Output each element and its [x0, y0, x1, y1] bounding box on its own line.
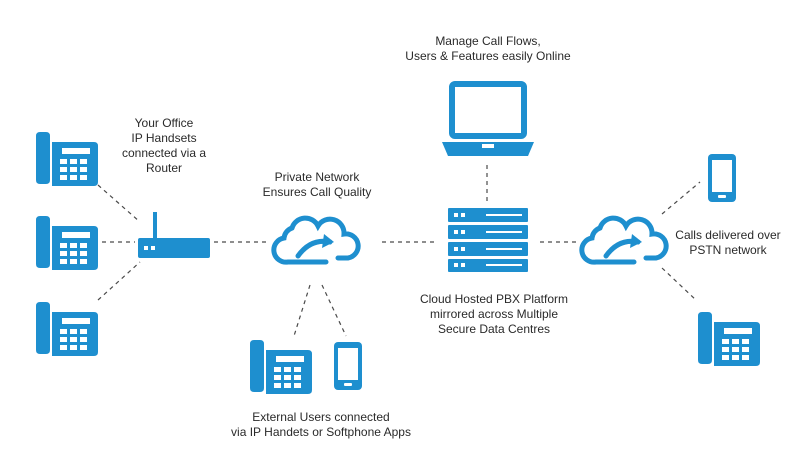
office-label-line: connected via a: [121, 146, 207, 160]
desk-phone-icon: [250, 340, 312, 394]
platform-label-line: Cloud Hosted PBX Platform: [419, 292, 569, 306]
desk-phone-icon: [36, 216, 98, 270]
manage-label-line: Manage Call Flows,: [435, 34, 541, 48]
cloud-icon: [268, 212, 364, 278]
pstn-label-line: Calls delivered over: [675, 228, 781, 242]
server-stack-icon: [448, 208, 528, 272]
manage-label-line: Users & Features easily Online: [405, 49, 571, 63]
platform-label-line: Secure Data Centres: [437, 322, 551, 336]
link-phone3-router: [97, 261, 141, 301]
platform-label-line: mirrored across Multiple: [429, 307, 559, 321]
private-network-label-line: Ensures Call Quality: [262, 185, 372, 199]
smartphone-icon: [708, 154, 736, 202]
manage-label: Manage Call Flows, Users & Features easi…: [390, 34, 586, 64]
external-label: External Users connected via IP Handets …: [216, 410, 426, 440]
desk-phone-icon: [698, 312, 760, 366]
cloud-icon: [576, 212, 672, 278]
office-label: Your Office IP Handsets connected via a …: [104, 116, 224, 176]
desk-phone-icon: [36, 132, 98, 186]
link-cloud-extphone: [293, 284, 311, 337]
link-phone1-router: [97, 184, 141, 223]
link-cloud2-mobile: [661, 181, 701, 215]
desk-phone-icon: [36, 302, 98, 356]
external-label-line: via IP Handets or Softphone Apps: [231, 425, 411, 439]
laptop-icon: [442, 81, 534, 156]
office-label-line: Your Office: [134, 116, 194, 130]
pstn-label: Calls delivered over PSTN network: [662, 228, 794, 258]
private-network-label: Private Network Ensures Call Quality: [244, 170, 390, 200]
link-cloud-extmobile: [321, 284, 347, 337]
office-label-line: Router: [145, 161, 183, 175]
smartphone-icon: [334, 342, 362, 390]
router-icon: [138, 212, 210, 258]
private-network-label-line: Private Network: [274, 170, 360, 184]
pstn-label-line: PSTN network: [689, 243, 767, 257]
office-label-line: IP Handsets: [131, 131, 197, 145]
platform-label: Cloud Hosted PBX Platform mirrored acros…: [396, 292, 592, 337]
external-label-line: External Users connected: [252, 410, 390, 424]
